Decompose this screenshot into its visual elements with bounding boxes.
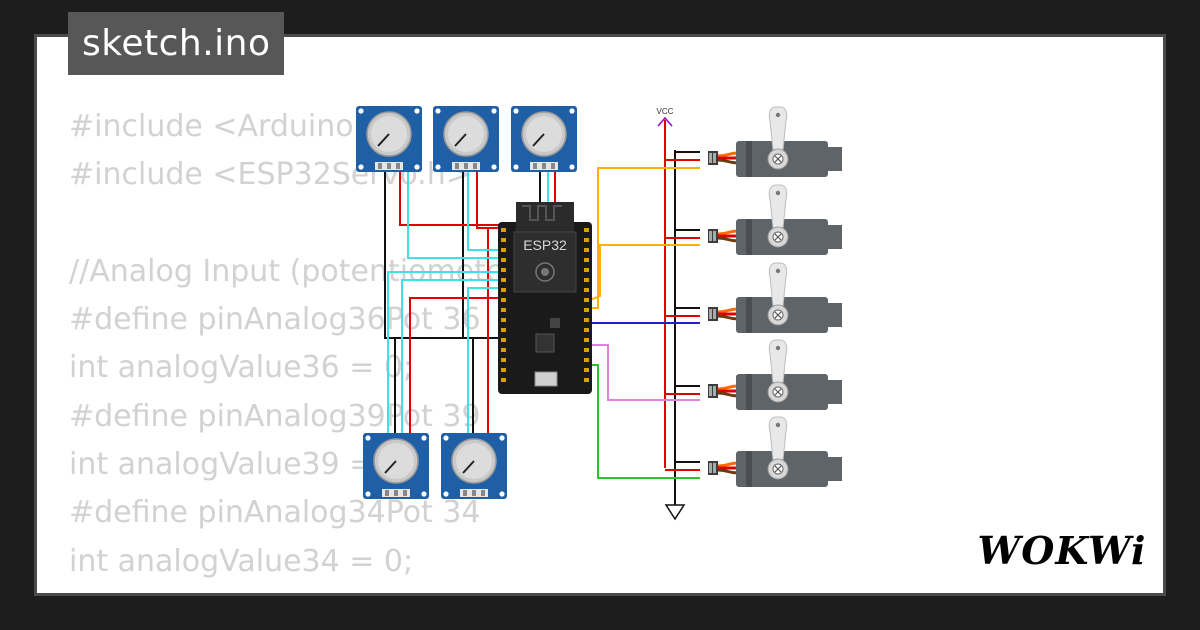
code-line: #define pinAnalog34Pot 34 [69,495,481,531]
wokwi-logo: WOKWi [978,528,1147,573]
servo-2[interactable] [706,183,844,257]
code-line: #define pinAnalog39Pot 39 [69,398,481,434]
potentiometer-5[interactable] [440,432,508,500]
code-line: #include <ESP32Servo.h> [69,157,471,193]
preview-frame: #include <Arduino.h>#include <ESP32Servo… [34,34,1166,596]
potentiometer-3[interactable] [510,105,578,173]
code-line: #define pinAnalog35Pot 35 [69,586,528,593]
sketch-filename-tab[interactable]: sketch.ino [68,12,285,75]
esp32-label: ESP32 [523,237,567,253]
servo-4[interactable] [706,338,844,412]
potentiometer-4[interactable] [362,432,430,500]
brand-wordmark: WOKWi [978,528,1147,573]
ground-symbol [664,504,686,521]
servo-1[interactable] [706,105,844,179]
vcc-label: VCC [657,107,674,116]
potentiometer-1[interactable] [355,105,423,173]
esp32-board[interactable]: ESP32 [498,202,592,394]
servo-5[interactable] [706,415,844,489]
vcc-symbol: VCC [657,107,674,127]
code-line: int analogValue34 = 0; [69,543,414,579]
potentiometer-2[interactable] [432,105,500,173]
servo-3[interactable] [706,261,844,335]
code-line: #define pinAnalog36Pot 36 [69,302,481,338]
code-line: int analogValue39 = 0; [69,447,414,483]
code-line: int analogValue36 = 0; [69,350,414,386]
